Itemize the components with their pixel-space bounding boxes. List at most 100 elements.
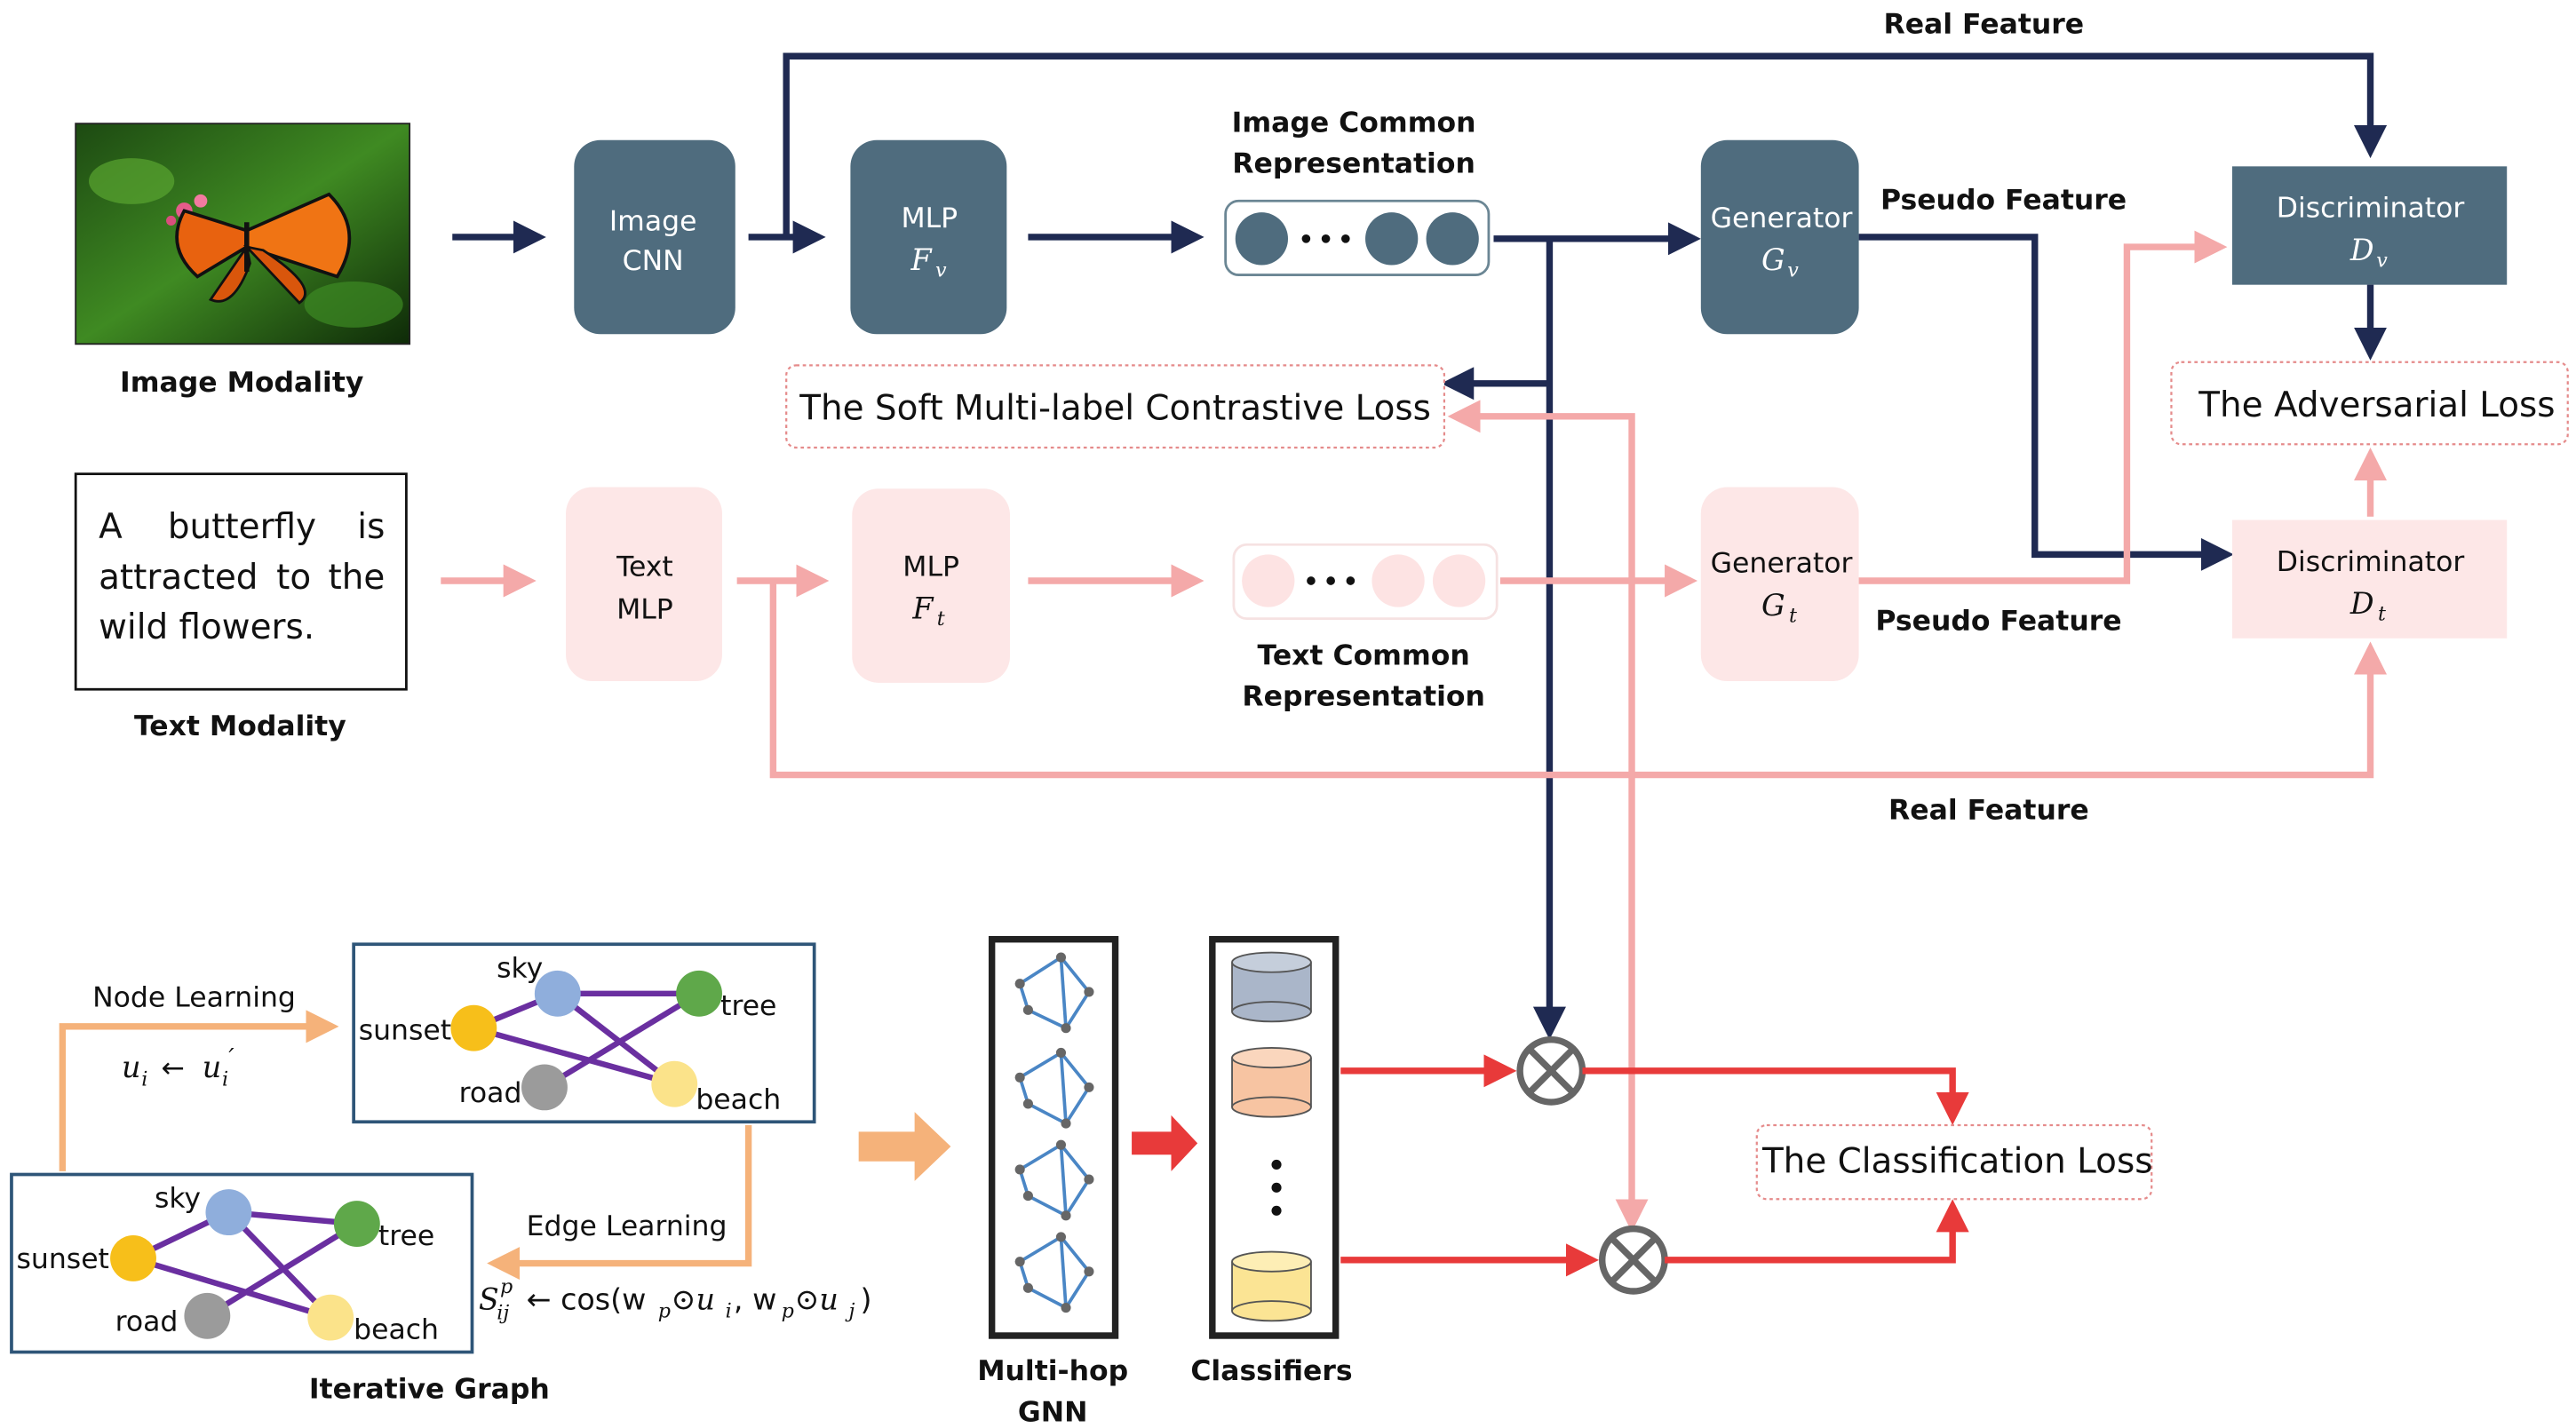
real-feature-image-path: [783, 52, 2388, 237]
pseudo-image-to-text-discriminator: [1858, 234, 2234, 571]
classifier-cylinder-3: [1231, 1250, 1312, 1322]
graph-to-gnn-block-arrow: [858, 1112, 951, 1181]
classifiers-label: Classifiers: [1190, 1355, 1352, 1387]
node-learning-label: Node Learning: [92, 982, 296, 1014]
gnn-label-1: Multi-hop: [977, 1355, 1128, 1387]
text-mlp-ft-symbol: F: [911, 591, 934, 626]
svg-text:i: i: [141, 1068, 147, 1091]
text-common-representation: [1232, 543, 1499, 620]
svg-text:u: u: [203, 1050, 221, 1084]
node-label-tree: tree: [720, 990, 776, 1022]
svg-text:p: p: [782, 1300, 794, 1323]
text-generator-title: Generator: [1711, 548, 1853, 580]
image-cnn-line2: CNN: [623, 245, 684, 277]
multi-hop-gnn-block: [988, 936, 1119, 1339]
product-2-to-classification-loss: [1665, 1199, 1969, 1264]
edge-learning-label: Edge Learning: [527, 1210, 727, 1242]
node-tree-2: [333, 1201, 380, 1247]
image-discriminator-subscript: v: [2376, 249, 2388, 272]
node-sky-2: [205, 1189, 252, 1236]
svg-text:, w: , w: [734, 1281, 776, 1316]
node-road-2: [184, 1292, 231, 1339]
text-mlp-block: Text MLP: [566, 487, 722, 681]
image-generator-block: Generator G v: [1700, 139, 1859, 335]
text-generator-block: Generator G t: [1700, 487, 1859, 681]
svg-text:i: i: [726, 1300, 732, 1323]
real-feature-bottom-label: Real Feature: [1888, 795, 2089, 827]
image-generator-symbol: G: [1761, 242, 1785, 277]
adversarial-loss-box: The Adversarial Loss: [2170, 361, 2569, 446]
contrastive-loss-label: The Soft Multi-label Contrastive Loss: [799, 389, 1431, 429]
image-mlp-title: MLP: [901, 202, 958, 234]
contrastive-loss-box: The Soft Multi-label Contrastive Loss: [785, 364, 1446, 449]
product-operator-1: [1516, 1035, 1586, 1106]
product-operator-2: [1599, 1225, 1668, 1295]
image-cnn-block: Image CNN: [574, 139, 735, 335]
text-discriminator-symbol: D: [2349, 586, 2374, 621]
node-label-beach-2: beach: [354, 1314, 439, 1346]
real-feature-top-label: Real Feature: [1883, 8, 2084, 40]
node-beach: [651, 1060, 698, 1107]
gnn-label-2: GNN: [1018, 1396, 1088, 1428]
sentence-word-5: to: [276, 558, 311, 598]
sentence-word-1: A: [99, 507, 123, 547]
classification-loss-box: The Classification Loss: [1755, 1123, 2153, 1201]
classifier-cylinder-2: [1231, 1047, 1312, 1118]
sentence-word-2: butterfly: [168, 507, 316, 547]
butterfly-image: [75, 123, 411, 345]
svg-text:′: ′: [228, 1043, 235, 1072]
node-tree: [676, 970, 722, 1017]
edge-learning-formula: S p ij ← cos(w p ⊙u i , w p ⊙u j ): [479, 1275, 872, 1325]
svg-text:← cos(w: ← cos(w: [527, 1281, 647, 1316]
edge-learning-arrow: [487, 1124, 752, 1281]
svg-text:←: ←: [161, 1052, 184, 1084]
node-label-road-2: road: [115, 1305, 179, 1337]
image-common-rep-title-1: Image Common: [1232, 107, 1476, 139]
node-learning-formula: u i ← u i ′: [122, 1043, 235, 1091]
image-discriminator-symbol: D: [2349, 233, 2374, 267]
svg-text:S: S: [479, 1281, 499, 1316]
node-beach-2: [307, 1294, 354, 1341]
pseudo-feature-bottom-label: Pseudo Feature: [1875, 606, 2121, 638]
node-learning-arrow: [59, 1010, 339, 1171]
text-mlp-line1: Text: [616, 551, 673, 583]
svg-text:): ): [861, 1281, 872, 1316]
text-mlp-ft-block: MLP F t: [852, 488, 1011, 683]
sentence-word-6: the: [329, 558, 386, 598]
pseudo-text-to-image-discriminator: [1858, 230, 2228, 584]
svg-text:p: p: [500, 1275, 513, 1298]
graph-bottom-panel: sky sunset tree road beach: [10, 1172, 474, 1354]
svg-text:⊙u: ⊙u: [672, 1281, 715, 1316]
node-sunset-2: [110, 1235, 156, 1281]
svg-text:j: j: [845, 1300, 855, 1323]
image-generator-title: Generator: [1711, 202, 1853, 234]
sentence-word-7: wild flowers.: [99, 607, 314, 647]
image-mlp-block: MLP F v: [850, 139, 1007, 335]
svg-text:i: i: [222, 1068, 228, 1091]
text-common-rep-title-2: Representation: [1242, 681, 1485, 713]
node-sky: [534, 970, 581, 1017]
iterative-graph-label: Iterative Graph: [309, 1373, 550, 1405]
svg-text:⊙u: ⊙u: [794, 1281, 838, 1316]
text-common-rep-title-1: Text Common: [1258, 639, 1470, 671]
text-mlp-ft-subscript: t: [937, 607, 945, 631]
image-mlp-subscript: v: [935, 258, 947, 282]
node-label-sky: sky: [497, 952, 543, 984]
node-label-sunset: sunset: [359, 1015, 451, 1047]
text-mlp-ft-title: MLP: [902, 551, 959, 583]
node-label-beach: beach: [696, 1083, 781, 1115]
node-label-sky-2: sky: [155, 1183, 201, 1215]
text-sentence-box: A butterfly is attracted to the wild flo…: [74, 472, 408, 691]
image-common-representation: [1224, 199, 1491, 276]
svg-text:p: p: [658, 1300, 671, 1323]
text-discriminator-title: Discriminator: [2277, 546, 2465, 578]
product-1-to-classification-loss: [1582, 1067, 1969, 1125]
node-label-sunset-2: sunset: [17, 1243, 109, 1275]
classification-loss-label: The Classification Loss: [1761, 1142, 2153, 1182]
text-modality-label: Text Modality: [134, 710, 346, 742]
node-sunset: [450, 1004, 497, 1051]
text-generator-subscript: t: [1789, 604, 1797, 627]
node-road: [521, 1064, 568, 1111]
image-mlp-symbol: F: [910, 242, 933, 277]
